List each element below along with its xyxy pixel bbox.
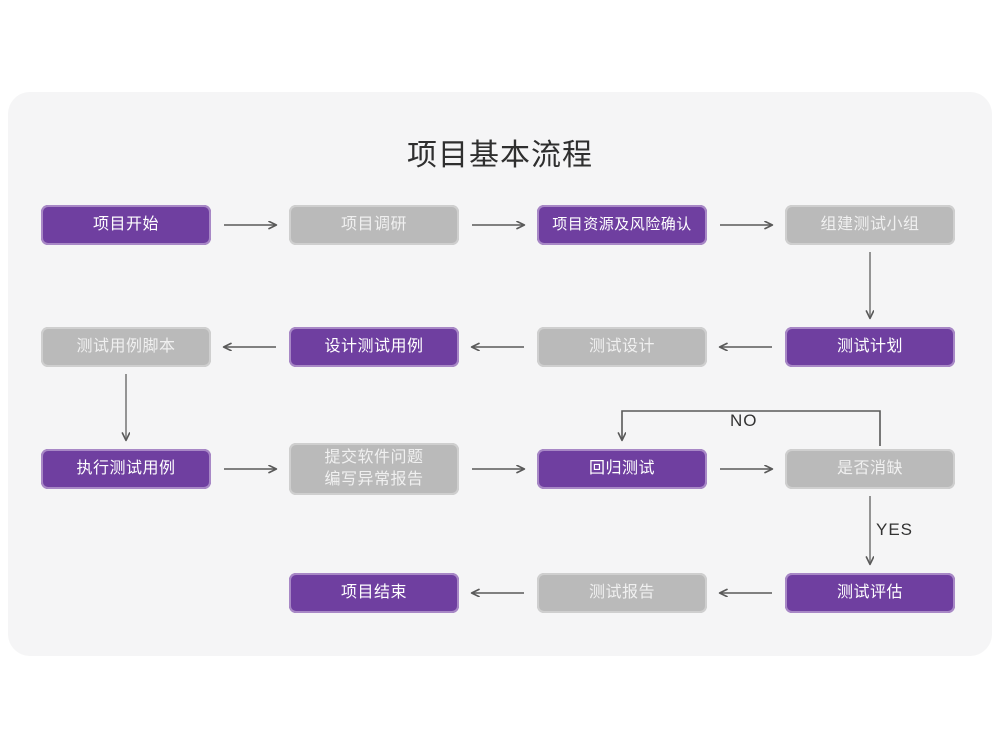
node-label: 测试设计 <box>588 338 655 356</box>
node-label: 测试用例脚本 <box>76 338 176 356</box>
node-label: 测试报告 <box>588 584 655 602</box>
node-resource-risk-confirm[interactable]: 项目资源及风险确认 <box>537 205 707 245</box>
node-label: 项目调研 <box>340 216 407 234</box>
node-project-research[interactable]: 项目调研 <box>289 205 459 245</box>
node-execute-test-cases[interactable]: 执行测试用例 <box>41 449 211 489</box>
node-regression-test[interactable]: 回归测试 <box>537 449 707 489</box>
node-test-case-scripts[interactable]: 测试用例脚本 <box>41 327 211 367</box>
node-label: 项目资源及风险确认 <box>552 215 692 233</box>
flowchart-card <box>8 92 992 656</box>
node-test-report[interactable]: 测试报告 <box>537 573 707 613</box>
node-submit-issues-write-report[interactable]: 提交软件问题 编写异常报告 <box>289 443 459 495</box>
node-project-start[interactable]: 项目开始 <box>41 205 211 245</box>
node-test-design[interactable]: 测试设计 <box>537 327 707 367</box>
node-test-plan[interactable]: 测试计划 <box>785 327 955 367</box>
node-label: 执行测试用例 <box>76 460 176 478</box>
node-label: 项目开始 <box>92 216 159 234</box>
node-label: 是否消缺 <box>836 460 903 478</box>
node-label: 回归测试 <box>588 460 655 478</box>
node-label: 提交软件问题 编写异常报告 <box>324 449 424 488</box>
node-design-test-cases[interactable]: 设计测试用例 <box>289 327 459 367</box>
node-label: 设计测试用例 <box>324 338 424 356</box>
edge-label-yes: YES <box>876 520 914 539</box>
node-project-end[interactable]: 项目结束 <box>289 573 459 613</box>
node-label: 测试计划 <box>836 338 903 356</box>
node-form-test-team[interactable]: 组建测试小组 <box>785 205 955 245</box>
page-title: 项目基本流程 <box>407 139 593 172</box>
node-label: 组建测试小组 <box>820 216 920 234</box>
node-defects-cleared-decision[interactable]: 是否消缺 <box>785 449 955 489</box>
node-test-evaluation[interactable]: 测试评估 <box>785 573 955 613</box>
edge-label-no: NO <box>730 411 758 430</box>
node-label: 项目结束 <box>340 584 407 602</box>
node-label: 测试评估 <box>836 584 903 602</box>
